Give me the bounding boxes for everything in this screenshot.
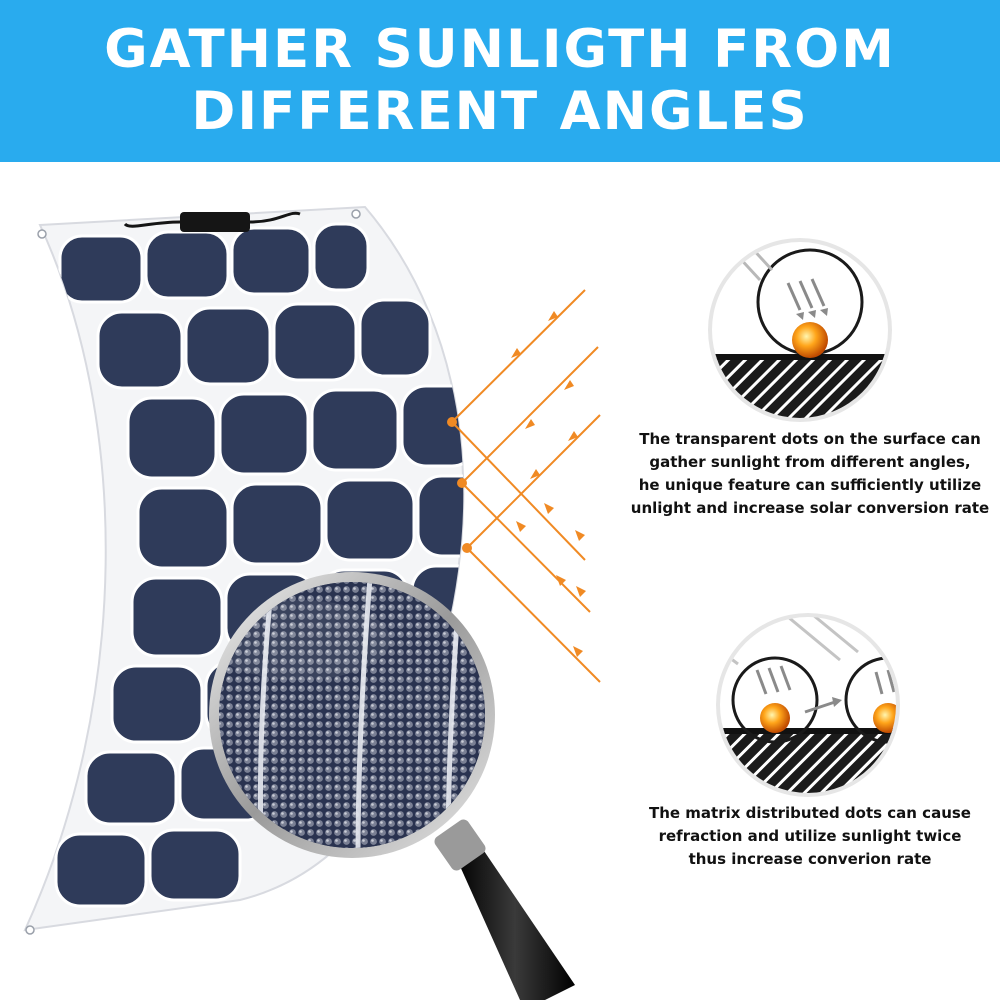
caption-line: unlight and increase solar conversion ra…	[630, 499, 990, 517]
refraction-diagram	[716, 613, 900, 797]
caption-matrix-dots: The matrix distributed dots can cause re…	[620, 802, 1000, 871]
single-dot-diagram	[708, 238, 892, 422]
illustration	[23, 205, 900, 1000]
magnifying-glass-icon	[209, 572, 575, 1000]
title-line-2: DIFFERENT ANGLES	[191, 81, 809, 142]
caption-line: thus increase converion rate	[688, 850, 932, 868]
title-banner: GATHER SUNLIGTH FROM DIFFERENT ANGLES	[0, 0, 1000, 162]
title-line-1: GATHER SUNLIGTH FROM	[104, 19, 896, 80]
caption-line: he unique feature can sufficiently utili…	[638, 476, 982, 494]
caption-line: The transparent dots on the surface can	[639, 430, 981, 448]
solar-panel-image	[23, 205, 465, 935]
caption-line: gather sunlight from different angles,	[649, 453, 971, 471]
caption-line: refraction and utilize sunlight twice	[658, 827, 962, 845]
caption-line: The matrix distributed dots can cause	[649, 804, 971, 822]
sunlight-arrows	[447, 289, 601, 683]
caption-transparent-dots: The transparent dots on the surface can …	[620, 428, 1000, 520]
